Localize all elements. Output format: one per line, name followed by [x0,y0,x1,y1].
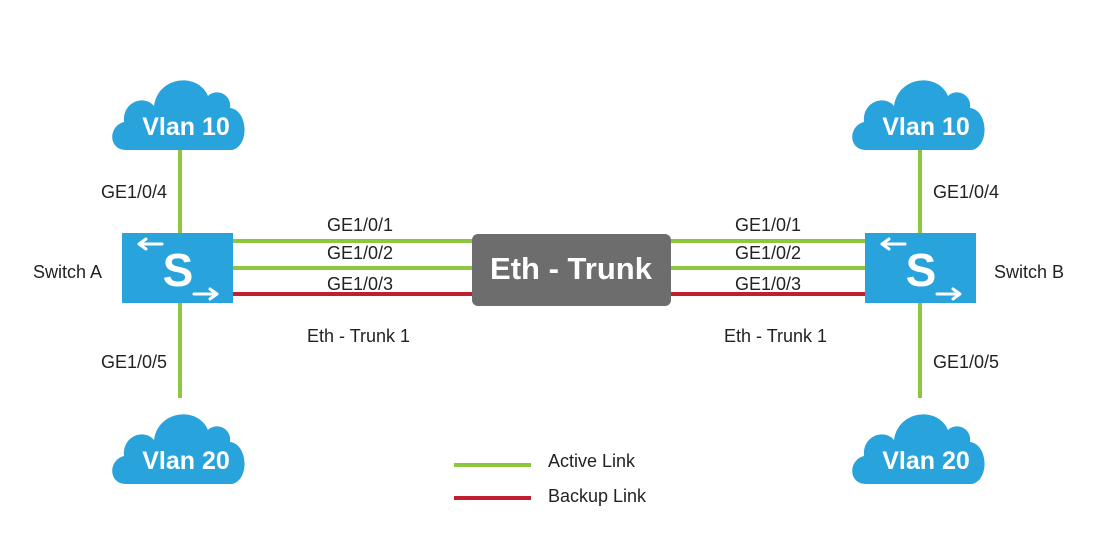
switch-a-name: Switch A [33,262,102,282]
cloud-icon-a-vlan20: Vlan 20 [112,414,245,484]
switch-b-name: Switch B [994,262,1064,282]
switch-icon-b: S [865,233,976,303]
vlan-label: Vlan 20 [142,447,230,475]
switch-letter: S [163,244,194,296]
port-label-a-top: GE1/0/4 [101,182,167,202]
trunk-port-label-b-1: GE1/0/1 [735,215,801,235]
trunk-port-label-a-1: GE1/0/1 [327,215,393,235]
trunk-name-b: Eth - Trunk 1 [724,326,827,346]
cloud-icon-b-vlan10: Vlan 10 [852,80,985,150]
trunk-name-a: Eth - Trunk 1 [307,326,410,346]
legend: Active Link Backup Link [454,451,647,506]
vlan-label: Vlan 10 [882,113,970,141]
port-label-b-top: GE1/0/4 [933,182,999,202]
eth-trunk-box: Eth - Trunk [472,234,671,306]
vlan-label: Vlan 20 [882,447,970,475]
trunk-port-label-a-2: GE1/0/2 [327,243,393,263]
legend-label-active: Active Link [548,451,636,471]
trunk-port-label-b-2: GE1/0/2 [735,243,801,263]
eth-trunk-label: Eth - Trunk [490,251,653,286]
vlan-label: Vlan 10 [142,113,230,141]
trunk-port-label-b-3: GE1/0/3 [735,274,801,294]
switch-letter: S [906,244,937,296]
cloud-icon-b-vlan20: Vlan 20 [852,414,985,484]
trunk-port-label-a-3: GE1/0/3 [327,274,393,294]
port-label-b-bottom: GE1/0/5 [933,352,999,372]
legend-label-backup: Backup Link [548,486,647,506]
cloud-icon-a-vlan10: Vlan 10 [112,80,245,150]
switch-icon-a: S [122,233,233,303]
port-label-a-bottom: GE1/0/5 [101,352,167,372]
